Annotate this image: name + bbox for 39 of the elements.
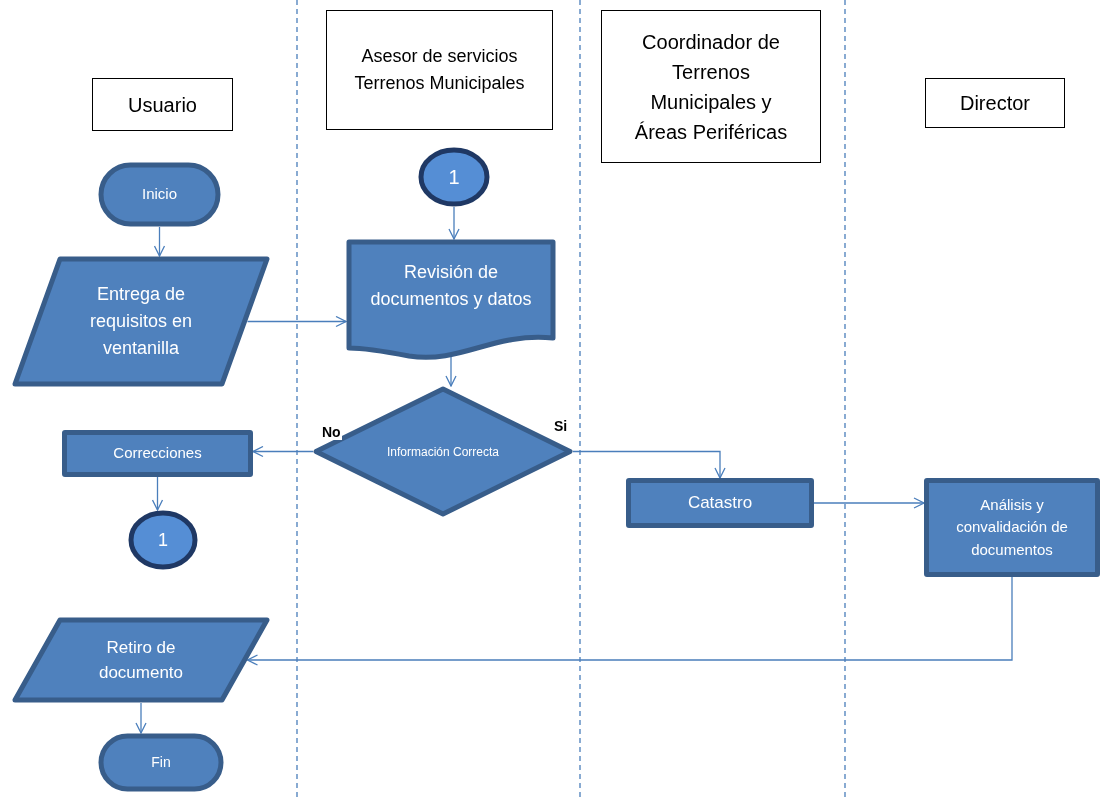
arrow (153, 226, 166, 257)
arrow (246, 576, 1013, 666)
arrow (445, 355, 457, 387)
arrow (252, 445, 314, 458)
arrow (246, 315, 347, 328)
arrow (448, 206, 460, 240)
node-label: Análisis y convalidación de documentos (955, 494, 1069, 560)
connector-circle (128, 510, 198, 570)
lane-title: Director (960, 91, 1030, 116)
arrow (813, 497, 925, 509)
node-label: Correcciones (113, 443, 202, 464)
document-shape (346, 239, 556, 362)
node-label: Entrega de requisitos en ventanilla (88, 283, 194, 360)
edge-label: Si (553, 417, 569, 434)
node-label: Catastro (687, 492, 753, 515)
process-box (62, 430, 253, 477)
process-box (924, 478, 1100, 577)
lane-header (92, 78, 233, 131)
node-label: Revisión de documentos y datos (369, 260, 533, 311)
input-output-shape (12, 256, 270, 387)
lane-title: Coordinador de Terrenos Municipales y Áreas Periféricas (633, 29, 789, 145)
node-label: 1 (448, 165, 460, 190)
arrow (151, 476, 164, 511)
lane-title: Usuario (128, 92, 197, 118)
node-label: Retiro de documento (97, 636, 185, 684)
lane-header (601, 10, 821, 163)
decision-diamond (313, 386, 573, 517)
node-label: Fin (151, 753, 171, 772)
process-box (626, 478, 814, 528)
node-label: Información Correcta (386, 443, 499, 461)
connector-circle (418, 147, 490, 207)
lane-header (326, 10, 553, 130)
lane-header (925, 78, 1065, 128)
arrow (572, 450, 726, 479)
node-label: Inicio (142, 184, 177, 205)
node-label: 1 (158, 528, 168, 552)
arrow (135, 702, 147, 734)
lane-title: Asesor de servicios Terrenos Municipales (353, 45, 526, 95)
input-output-shape (12, 617, 270, 703)
